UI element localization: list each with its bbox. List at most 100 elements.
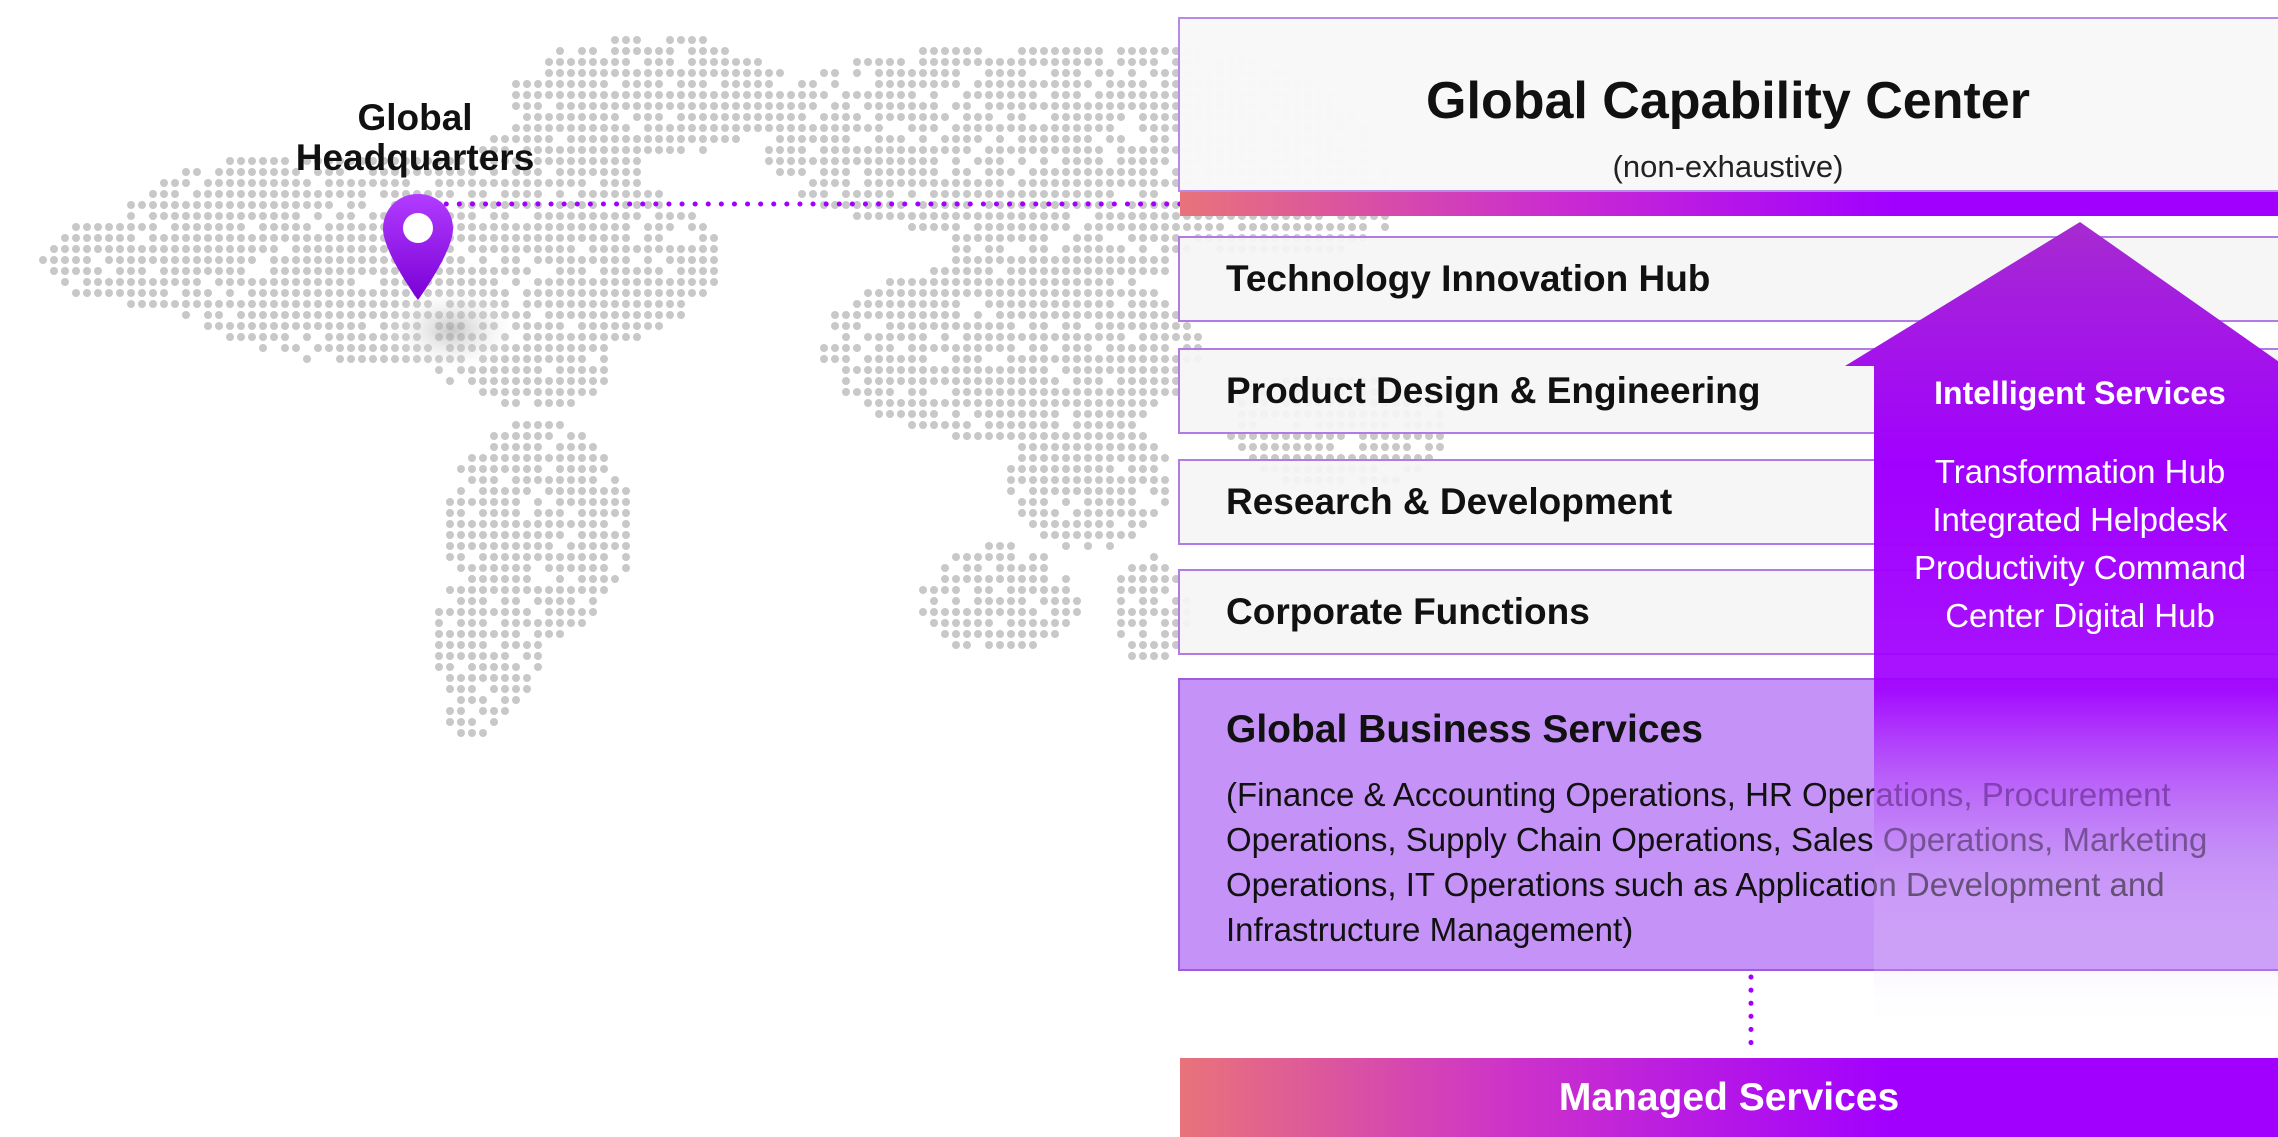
map-dot xyxy=(611,146,619,154)
map-dot xyxy=(446,190,454,198)
map-dot xyxy=(116,267,124,275)
map-dot xyxy=(831,113,839,121)
map-dot xyxy=(270,212,278,220)
map-dot xyxy=(809,102,817,110)
map-dot xyxy=(710,113,718,121)
map-dot xyxy=(567,157,575,165)
map-dot xyxy=(1084,388,1092,396)
map-dot xyxy=(1139,267,1147,275)
map-dot xyxy=(226,179,234,187)
map-dot xyxy=(237,212,245,220)
map-dot xyxy=(578,487,586,495)
map-dot xyxy=(1051,399,1059,407)
map-dot xyxy=(171,190,179,198)
map-dot xyxy=(930,58,938,66)
map-dot xyxy=(50,245,58,253)
map-dot xyxy=(457,641,465,649)
map-dot xyxy=(226,267,234,275)
map-dot xyxy=(1084,509,1092,517)
map-dot xyxy=(842,157,850,165)
map-dot xyxy=(1150,597,1158,605)
map-dot xyxy=(468,190,476,198)
map-dot xyxy=(589,168,597,176)
map-dot xyxy=(996,564,1004,572)
map-dot xyxy=(1095,223,1103,231)
map-dot xyxy=(600,355,608,363)
map-dot xyxy=(754,69,762,77)
map-dot xyxy=(336,179,344,187)
map-dot xyxy=(897,69,905,77)
map-dot xyxy=(138,256,146,264)
map-dot xyxy=(160,289,168,297)
map-dot xyxy=(842,135,850,143)
map-dot xyxy=(930,619,938,627)
map-dot xyxy=(1106,509,1114,517)
map-dot xyxy=(952,388,960,396)
map-dot xyxy=(985,399,993,407)
map-dot xyxy=(897,113,905,121)
map-dot xyxy=(919,212,927,220)
map-dot xyxy=(655,278,663,286)
map-dot xyxy=(930,146,938,154)
map-dot xyxy=(941,575,949,583)
map-dot xyxy=(446,278,454,286)
map-dot xyxy=(358,223,366,231)
map-dot xyxy=(567,608,575,616)
map-dot xyxy=(1018,366,1026,374)
map-dot xyxy=(193,212,201,220)
map-dot xyxy=(622,278,630,286)
map-dot xyxy=(1029,619,1037,627)
map-dot xyxy=(556,344,564,352)
map-dot xyxy=(204,190,212,198)
map-dot xyxy=(1117,322,1125,330)
map-dot xyxy=(1117,58,1125,66)
map-dot xyxy=(1007,542,1015,550)
map-dot xyxy=(699,102,707,110)
map-dot xyxy=(501,619,509,627)
map-dot xyxy=(391,179,399,187)
map-dot xyxy=(545,619,553,627)
map-dot xyxy=(1161,80,1169,88)
map-dot xyxy=(281,212,289,220)
map-dot xyxy=(534,366,542,374)
map-dot xyxy=(303,223,311,231)
map-dot xyxy=(1084,278,1092,286)
map-dot xyxy=(897,311,905,319)
intelligent-services-title: Intelligent Services xyxy=(1934,375,2226,411)
map-dot xyxy=(358,157,366,165)
map-dot xyxy=(842,311,850,319)
map-dot xyxy=(347,289,355,297)
map-dot xyxy=(1095,377,1103,385)
map-dot xyxy=(1073,179,1081,187)
map-dot xyxy=(446,652,454,660)
map-dot xyxy=(479,564,487,572)
map-dot xyxy=(589,157,597,165)
map-dot xyxy=(325,245,333,253)
map-dot xyxy=(292,234,300,242)
map-dot xyxy=(1392,432,1400,440)
map-dot xyxy=(974,619,982,627)
map-dot xyxy=(1029,487,1037,495)
map-dot xyxy=(985,300,993,308)
map-dot xyxy=(545,586,553,594)
map-dot xyxy=(644,124,652,132)
map-dot xyxy=(578,542,586,550)
map-dot xyxy=(875,179,883,187)
map-dot xyxy=(160,245,168,253)
map-dot xyxy=(754,102,762,110)
map-dot xyxy=(1161,498,1169,506)
map-dot xyxy=(292,311,300,319)
map-dot xyxy=(908,421,916,429)
map-dot xyxy=(369,267,377,275)
map-dot xyxy=(270,333,278,341)
map-dot xyxy=(149,223,157,231)
map-dot xyxy=(985,69,993,77)
map-dot xyxy=(534,641,542,649)
map-dot xyxy=(237,157,245,165)
map-dot xyxy=(138,267,146,275)
map-dot xyxy=(908,300,916,308)
map-dot xyxy=(589,454,597,462)
map-dot xyxy=(1029,399,1037,407)
map-dot xyxy=(1029,575,1037,583)
map-dot xyxy=(622,333,630,341)
